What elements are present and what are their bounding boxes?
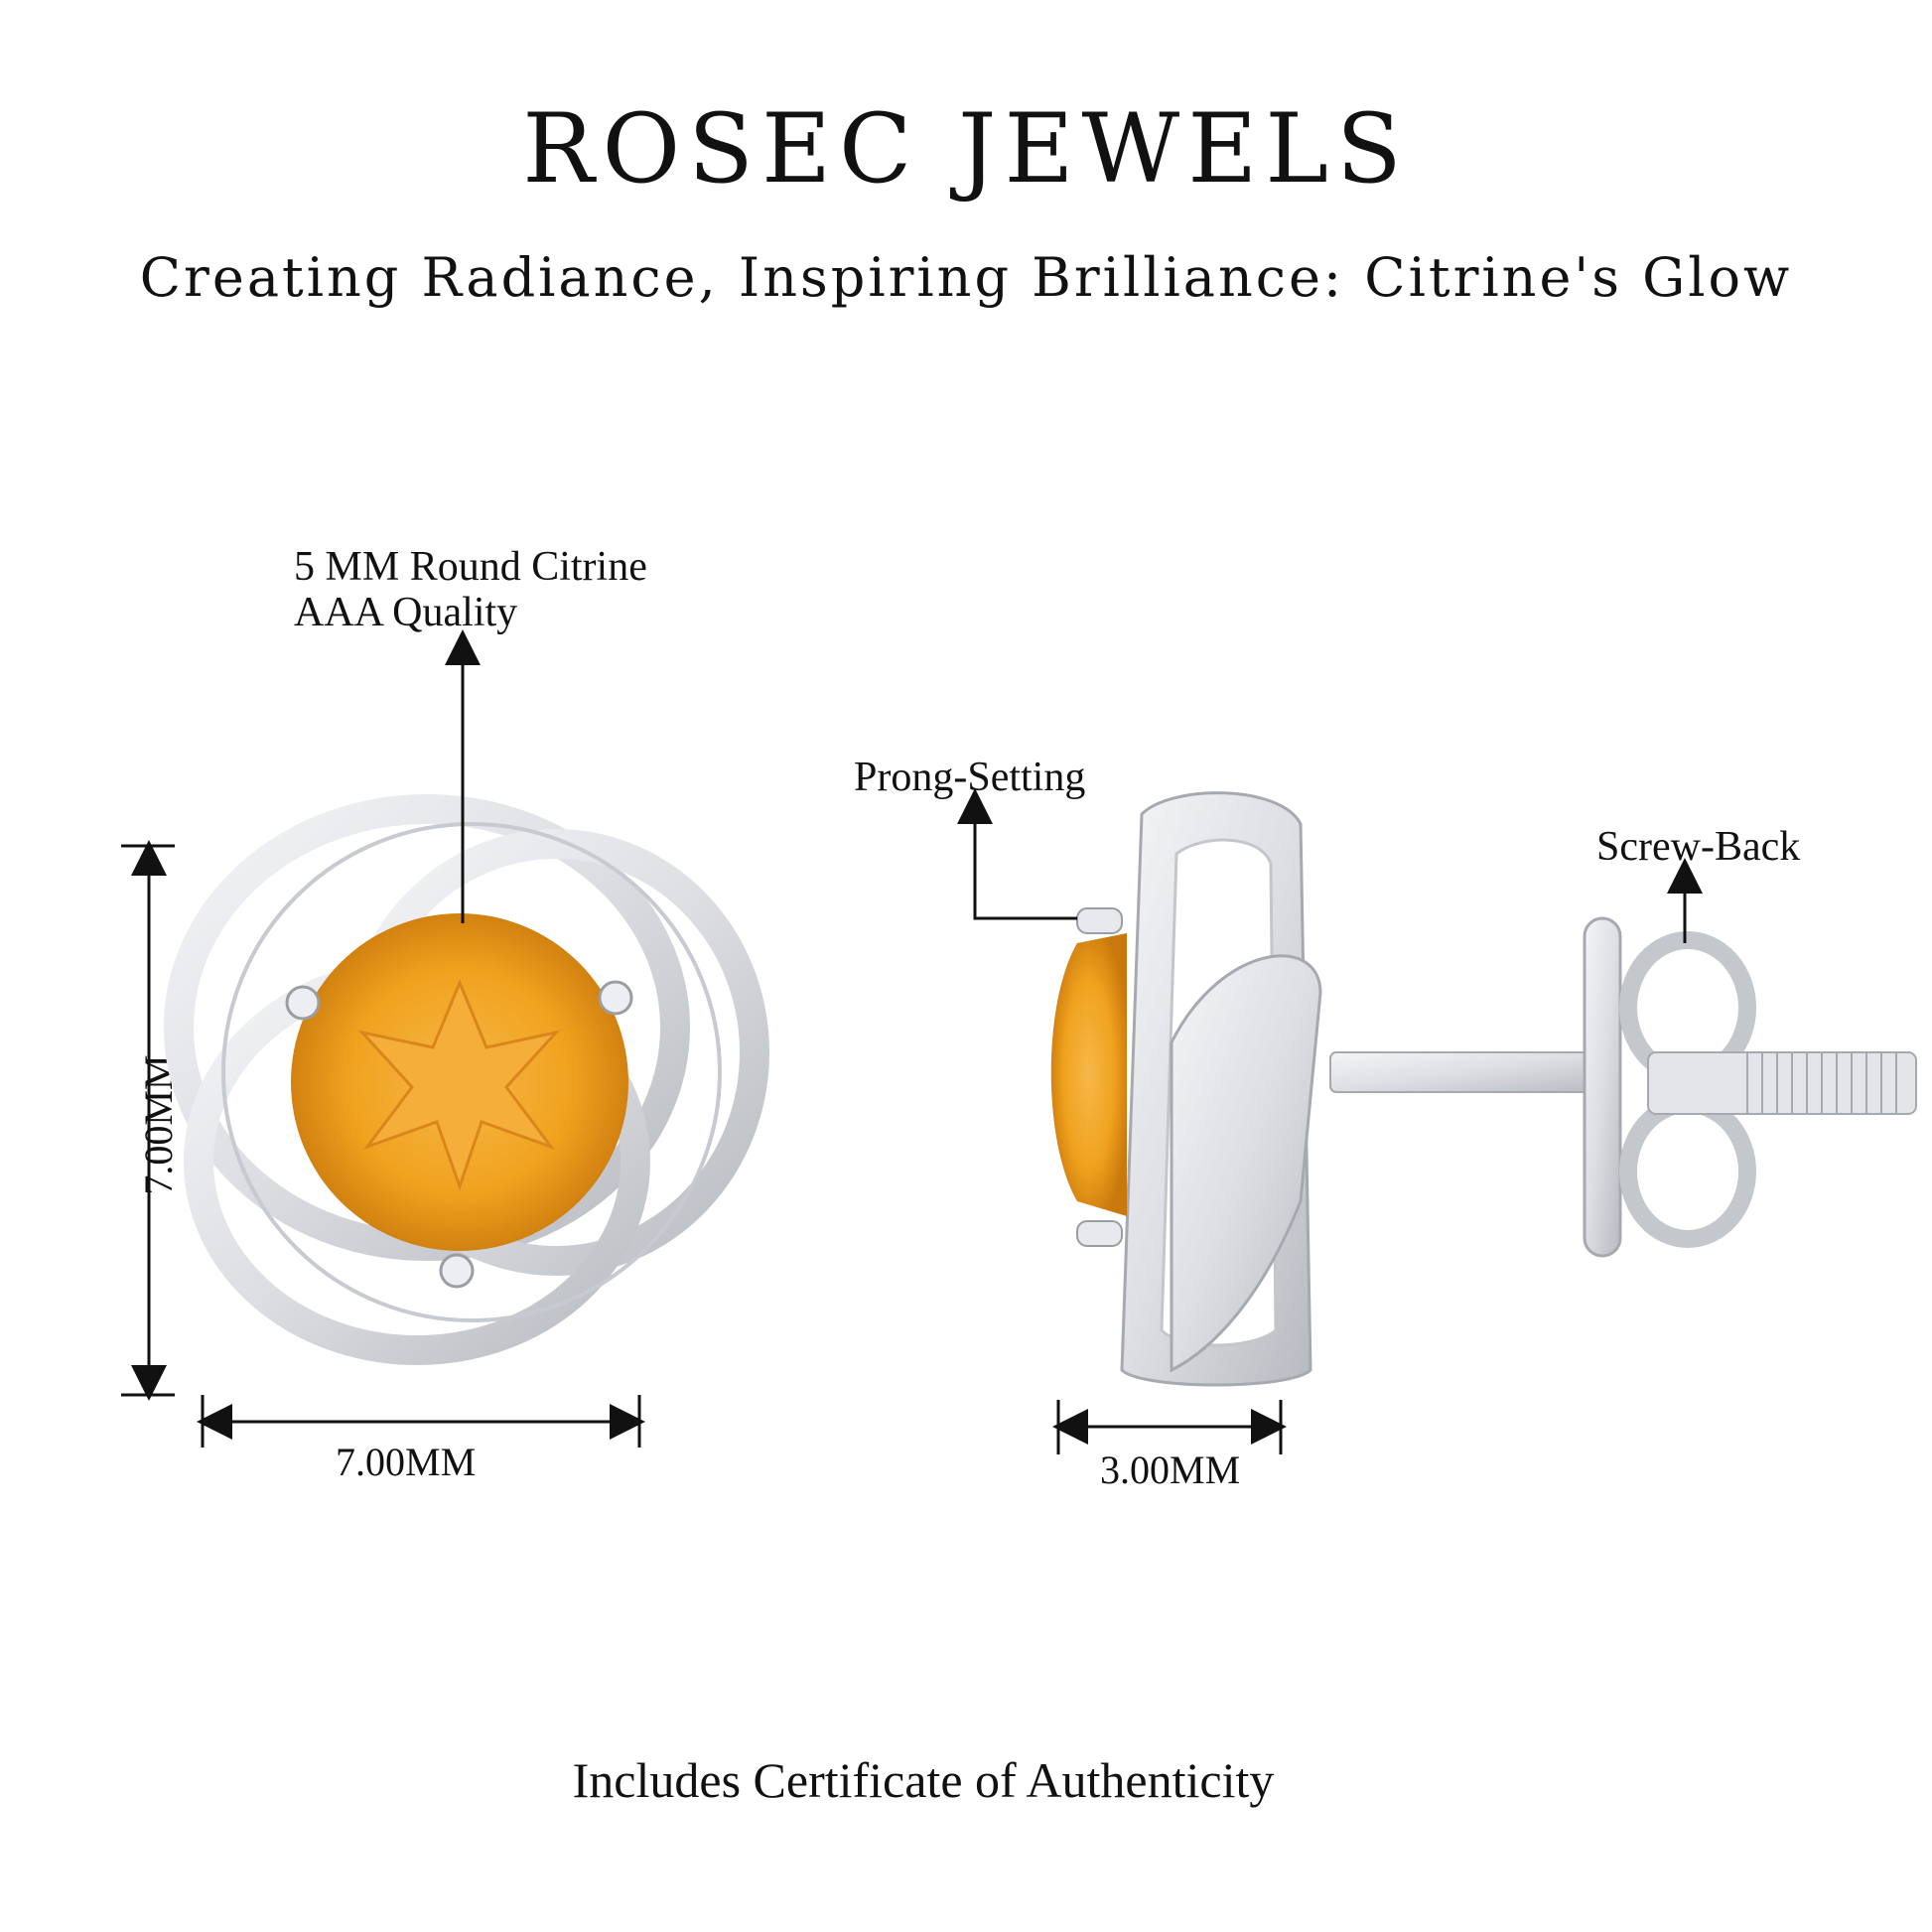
height-dimension xyxy=(121,840,175,1401)
front-earring xyxy=(164,794,769,1365)
tagline: Creating Radiance, Inspiring Brilliance:… xyxy=(139,246,1793,309)
prong-3 xyxy=(439,1253,475,1289)
prong-2 xyxy=(598,980,633,1016)
width-dimension-label: 7.00MM xyxy=(336,1440,477,1484)
prong-callout-arrow xyxy=(957,788,1077,920)
gem-star-facet xyxy=(357,979,561,1191)
stone-callout-line1: 5 MM Round Citrine xyxy=(294,544,647,590)
depth-dimension xyxy=(1052,1400,1287,1454)
stone-callout: 5 MM Round Citrine AAA Quality xyxy=(294,544,647,635)
side-earring xyxy=(1050,791,1609,1387)
side-citrine xyxy=(1050,933,1127,1216)
depth-dimension-label: 3.00MM xyxy=(1100,1448,1241,1492)
stone-callout-line2: AAA Quality xyxy=(294,590,518,635)
width-dimension xyxy=(197,1395,645,1448)
brand-title: ROSEC JEWELS xyxy=(522,93,1410,205)
certificate-note: Includes Certificate of Authenticity xyxy=(572,1752,1275,1808)
screw-back xyxy=(1583,916,1917,1258)
prong-1 xyxy=(285,985,321,1021)
